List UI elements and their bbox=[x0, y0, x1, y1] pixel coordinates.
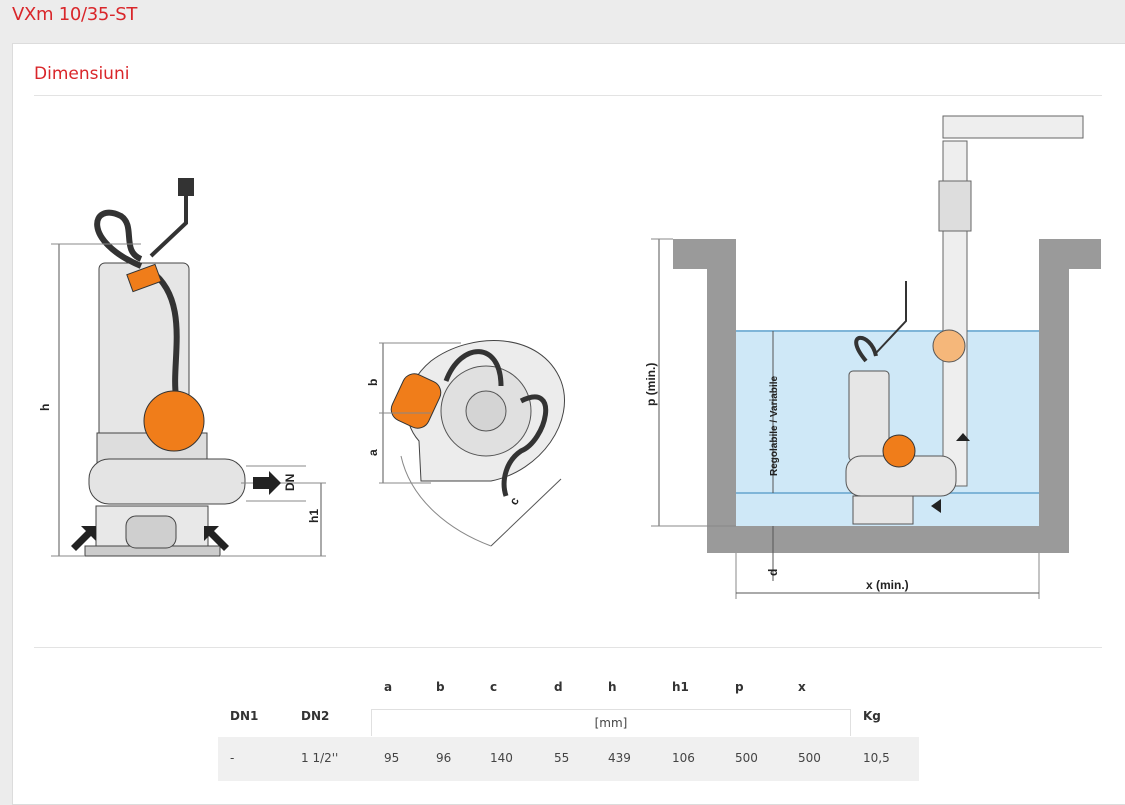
divider bbox=[34, 95, 1102, 96]
cell-b: 96 bbox=[436, 751, 452, 765]
label-x: x (min.) bbox=[866, 578, 909, 592]
label-p: p (min.) bbox=[644, 363, 658, 406]
cell-a: 95 bbox=[384, 751, 400, 765]
label-dn: DN bbox=[283, 474, 297, 491]
label-a: a bbox=[366, 449, 380, 456]
installation-pit: p (min.) Regolabile / Variabile d x (min… bbox=[644, 115, 1101, 599]
divider bbox=[34, 647, 1102, 648]
cell-p: 500 bbox=[735, 751, 758, 765]
col-header-d: d bbox=[554, 680, 563, 694]
dimensions-table: a b c d h h1 p x DN1 DN2 [mm] Kg - 1 1/2… bbox=[13, 44, 1113, 804]
dimension-drawings: h DN h1 b a c bbox=[38, 115, 1101, 599]
label-b: b bbox=[366, 379, 380, 386]
cell-dn1: - bbox=[230, 751, 235, 765]
col-header-x: x bbox=[798, 680, 806, 694]
page-title: VXm 10/35-ST bbox=[12, 4, 138, 25]
label-regolabile: Regolabile / Variabile bbox=[769, 376, 780, 476]
col-header-p: p bbox=[735, 680, 744, 694]
label-h: h bbox=[38, 404, 52, 411]
col-header-h: h bbox=[608, 680, 617, 694]
cell-c: 140 bbox=[490, 751, 513, 765]
cell-h1: 106 bbox=[672, 751, 695, 765]
col-header-h1: h1 bbox=[672, 680, 689, 694]
col-header-kg: Kg bbox=[863, 709, 881, 723]
cell-d: 55 bbox=[554, 751, 570, 765]
col-header-b: b bbox=[436, 680, 445, 694]
cell-x: 500 bbox=[798, 751, 821, 765]
table-row: - 1 1/2'' 95 96 140 55 439 106 500 500 1… bbox=[218, 737, 919, 781]
cell-kg: 10,5 bbox=[863, 751, 890, 765]
unit-header: [mm] bbox=[371, 709, 851, 736]
pump-top-view: b a c bbox=[366, 340, 565, 547]
col-header-dn2: DN2 bbox=[301, 709, 330, 723]
dimensions-card: Dimensiuni h bbox=[12, 43, 1125, 805]
col-header-a: a bbox=[384, 680, 393, 694]
cell-h: 439 bbox=[608, 751, 631, 765]
cell-dn2: 1 1/2'' bbox=[301, 751, 339, 765]
label-h1: h1 bbox=[307, 509, 321, 523]
col-header-dn1: DN1 bbox=[230, 709, 259, 723]
section-title: Dimensiuni bbox=[34, 64, 130, 84]
label-d: d bbox=[766, 569, 780, 576]
pump-side-view: h DN h1 bbox=[38, 178, 326, 557]
col-header-c: c bbox=[490, 680, 498, 694]
